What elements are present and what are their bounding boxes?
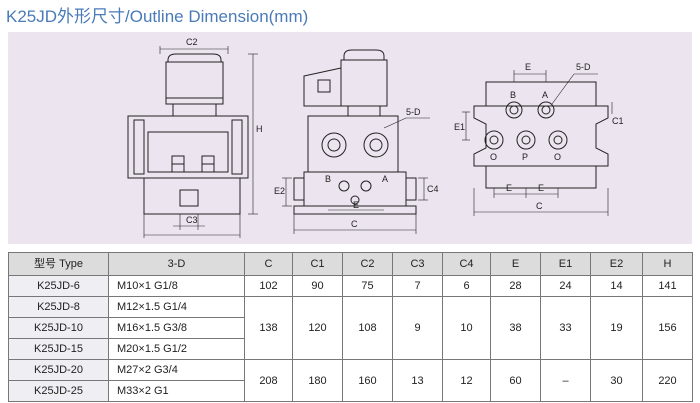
cell-c1: 120 [292, 296, 343, 360]
label-c4: C4 [427, 184, 439, 194]
cell-c1: 90 [292, 275, 343, 297]
header-c: C [244, 252, 293, 276]
port-left [321, 132, 347, 158]
port-right [363, 132, 389, 158]
header-c2: C2 [342, 252, 393, 276]
label-5d-right: 5-D [576, 62, 591, 72]
label-c3: C3 [186, 215, 198, 225]
bottom-view [462, 70, 613, 216]
label-e-bottom-right: E [538, 183, 544, 193]
front-body [307, 115, 399, 173]
cell-c: 102 [244, 275, 293, 297]
label-e2: E2 [274, 186, 285, 196]
bottom-body [473, 105, 609, 167]
cell-c3: 13 [392, 359, 443, 402]
cell-type: K25JD-10 [8, 317, 109, 339]
cell-3d: M12×1.5 G1/4 [108, 296, 245, 318]
dimension-table: 型号 Type 3-D C C1 C2 C3 C4 E E1 E2 H K25J… [8, 252, 693, 402]
label-c1-right: C1 [612, 116, 624, 126]
cell-type: K25JD-25 [8, 380, 109, 402]
cell-e2: 19 [590, 296, 643, 360]
cell-e2: 30 [590, 359, 643, 402]
cell-type: K25JD-8 [8, 296, 109, 318]
cell-e1: 33 [540, 296, 591, 360]
valve-body [127, 115, 249, 179]
cell-e2: 14 [590, 275, 643, 297]
cell-c: 208 [244, 359, 293, 402]
cell-type: K25JD-6 [8, 275, 109, 297]
cell-3d: M10×1 G1/8 [108, 275, 245, 297]
cell-c2: 75 [342, 275, 393, 297]
header-h: H [642, 252, 693, 276]
cell-c3: 9 [392, 296, 443, 360]
label-e-bottom-left: E [506, 183, 512, 193]
header-c4: C4 [442, 252, 491, 276]
cell-h: 220 [642, 359, 693, 402]
outline-drawing: C2 H C3 5-D E2 C4 B A E C E 5-D E1 C1 B … [8, 32, 692, 244]
label-p: P [522, 152, 528, 162]
cell-e: 28 [490, 275, 541, 297]
cell-3d: M33×2 G1 [108, 380, 245, 402]
table-row: K25JD-25 M33×2 G1 [8, 380, 693, 402]
cell-c4: 10 [442, 296, 491, 360]
cell-e: 38 [490, 296, 541, 360]
cell-c2: 160 [342, 359, 393, 402]
page-title: K25JD外形尺寸/Outline Dimension(mm) [6, 7, 309, 26]
label-e-center: E [353, 200, 359, 210]
table-row: K25JD-15 M20×1.5 G1/2 [8, 338, 693, 360]
cell-type: K25JD-20 [8, 359, 109, 381]
cell-c2: 108 [342, 296, 393, 360]
header-3d: 3-D [108, 252, 245, 276]
label-c-right: C [536, 201, 543, 211]
coil-cap-front [343, 49, 385, 61]
cell-3d: M27×2 G3/4 [108, 359, 245, 381]
coil-neck [172, 103, 217, 117]
label-5d-center: 5-D [406, 107, 421, 117]
cell-h: 156 [642, 296, 693, 360]
label-c-center: C [351, 219, 358, 229]
label-e1: E1 [454, 122, 465, 132]
label-e-top: E [525, 62, 531, 72]
connector [303, 67, 342, 107]
label-b-right: B [510, 90, 516, 100]
top-block [485, 81, 597, 107]
table-row: K25JD-10 M16×1.5 G3/8 [8, 317, 693, 339]
side-view [127, 46, 258, 238]
label-b-center: B [325, 174, 331, 184]
cell-c4: 12 [442, 359, 491, 402]
coil-front [340, 59, 388, 107]
table-row: K25JD-20 M27×2 G3/4 208 180 160 13 12 60… [8, 359, 693, 402]
header-e: E [490, 252, 541, 276]
cell-type: K25JD-15 [8, 338, 109, 360]
coil-cap [167, 53, 222, 63]
valve-base [143, 177, 241, 215]
header-e2: E2 [590, 252, 643, 276]
cell-e1: – [540, 359, 591, 402]
cell-c4: 6 [442, 275, 491, 297]
cell-c1: 180 [292, 359, 343, 402]
drawing-svg: C2 H C3 5-D E2 C4 B A E C E 5-D E1 C1 B … [127, 37, 624, 238]
table-row: K25JD-6 M10×1 G1/8 102 90 75 7 6 28 24 1… [8, 275, 693, 297]
header-e1: E1 [540, 252, 591, 276]
cell-3d: M16×1.5 G3/8 [108, 317, 245, 339]
cell-e1: 24 [540, 275, 591, 297]
header-type: 型号 Type [8, 252, 109, 276]
label-a-center: A [382, 174, 388, 184]
label-h: H [256, 124, 263, 134]
label-o-right: O [554, 152, 561, 162]
front-view [282, 49, 430, 234]
label-c2: C2 [186, 37, 198, 47]
header-c3: C3 [392, 252, 443, 276]
table-row: K25JD-8 M12×1.5 G1/4 138 120 108 9 10 38… [8, 296, 693, 360]
label-o-left: O [490, 152, 497, 162]
header-c1: C1 [292, 252, 343, 276]
cell-h: 141 [642, 275, 693, 297]
table-header-row: 型号 Type 3-D C C1 C2 C3 C4 E E1 E2 H [8, 252, 693, 276]
cell-c3: 7 [392, 275, 443, 297]
label-a-right: A [542, 90, 548, 100]
cell-e: 60 [490, 359, 541, 402]
cell-c: 138 [244, 296, 293, 360]
cell-3d: M20×1.5 G1/2 [108, 338, 245, 360]
